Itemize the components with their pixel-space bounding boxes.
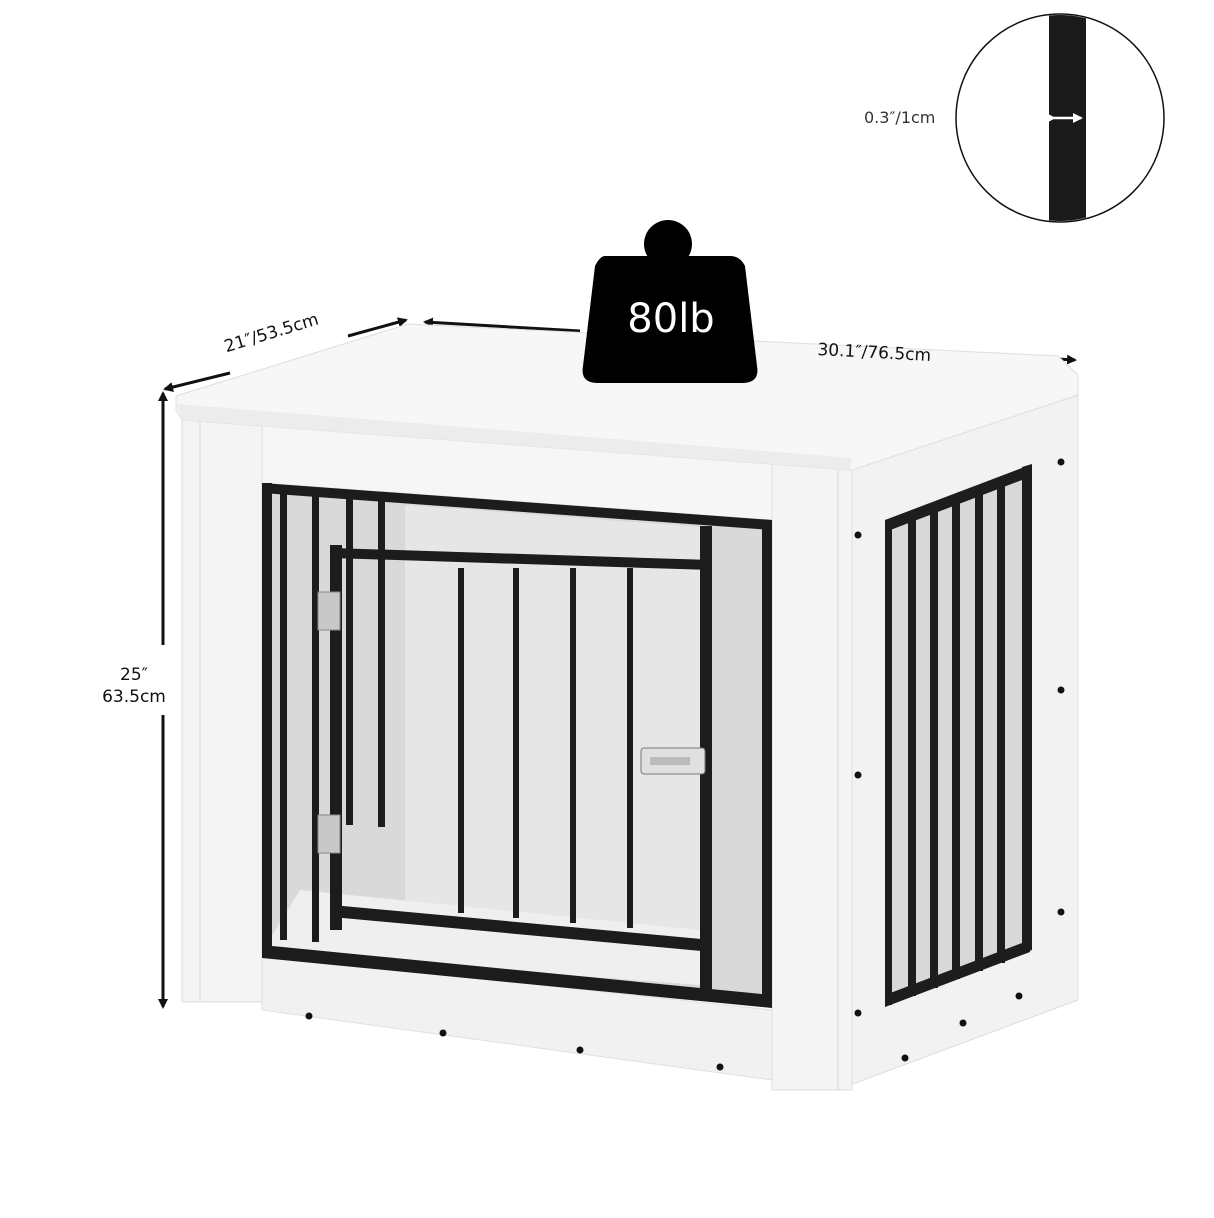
crate-illustration (175, 323, 1079, 1091)
bar-thickness-detail (955, 13, 1165, 223)
height-dimension-label: 25″ 63.5cm (86, 664, 182, 708)
weight-icon (582, 220, 758, 383)
bar-thickness-label: 0.3″/1cm (864, 108, 936, 127)
height-inches: 25″ (120, 665, 148, 685)
weight-capacity-label: 80lb (627, 296, 715, 342)
latch-icon (640, 747, 706, 775)
height-cm: 63.5cm (102, 687, 166, 707)
hinge-icon (317, 591, 341, 854)
